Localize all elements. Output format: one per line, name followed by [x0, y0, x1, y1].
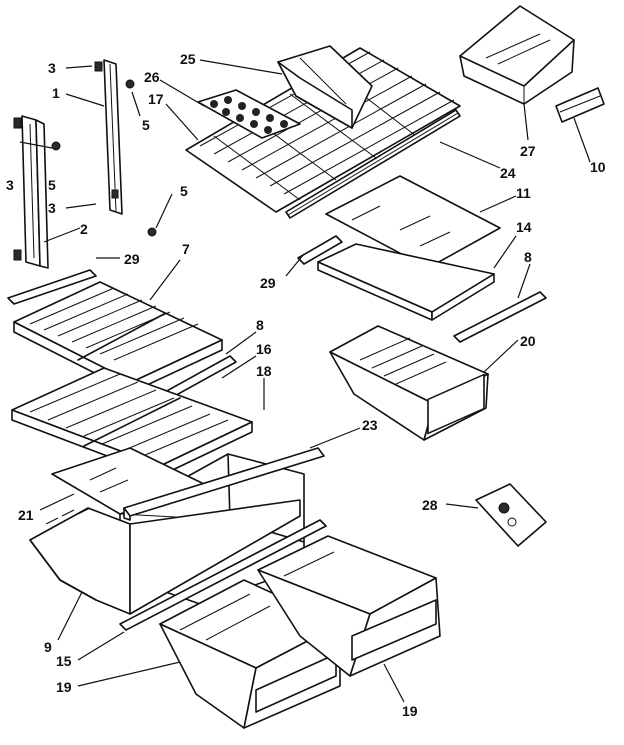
label-3: 3	[6, 177, 14, 193]
part-11-glass-shelf	[325, 175, 501, 269]
label-28: 28	[422, 497, 438, 513]
part-20-meat-pan	[329, 325, 489, 441]
part-14-shelf-frame	[317, 243, 495, 321]
part-19-crisper-drawer-left	[159, 579, 341, 729]
label-3: 3	[48, 200, 56, 216]
part-26-egg-tray	[197, 89, 301, 139]
label-14: 14	[516, 219, 532, 235]
label-5: 5	[48, 177, 56, 193]
label-18: 18	[256, 363, 272, 379]
label-8: 8	[524, 249, 532, 265]
label-27: 27	[520, 143, 536, 159]
label-16: 16	[256, 341, 272, 357]
part-23-crisper-rail	[123, 447, 325, 521]
part-24-shelf-rail	[285, 109, 461, 219]
label-3: 3	[48, 60, 56, 76]
label-19: 19	[402, 703, 418, 719]
part-16-wire-shelf	[11, 367, 253, 477]
label-11: 11	[516, 185, 531, 201]
part-25-door-bin	[277, 45, 373, 129]
part-7-wire-shelf	[13, 281, 223, 393]
leader-lines	[19, 59, 591, 703]
part-29-trim-strip-left	[7, 269, 97, 305]
part-19-crisper-drawer-right	[257, 535, 441, 677]
part-number-labels: 3 1 26 17 25 5 3 5 3 5 2 29 7 27 10 24 1…	[6, 51, 606, 719]
label-5: 5	[142, 117, 150, 133]
part-5-screws	[51, 79, 157, 237]
label-10: 10	[590, 159, 606, 175]
label-8: 8	[256, 317, 264, 333]
label-20: 20	[520, 333, 536, 349]
part-8-trim-strip-right	[453, 291, 547, 343]
part-2-shelf-rail	[13, 115, 49, 269]
label-25: 25	[180, 51, 196, 67]
label-21: 21	[18, 507, 34, 523]
label-29: 29	[124, 251, 140, 267]
label-7: 7	[182, 241, 190, 257]
label-29: 29	[260, 275, 276, 291]
part-15-trim-strip	[119, 519, 327, 631]
label-24: 24	[500, 165, 516, 181]
part-9-crisper-tray	[29, 499, 301, 615]
part-27-dairy-bin	[459, 5, 575, 105]
part-29-trim-strip-center	[297, 235, 343, 265]
label-5: 5	[180, 183, 188, 199]
part-28-control-cover	[475, 483, 547, 547]
part-10-bracket	[555, 87, 605, 123]
label-23: 23	[362, 417, 378, 433]
label-26: 26	[144, 69, 160, 85]
label-2: 2	[80, 221, 88, 237]
label-9: 9	[44, 639, 52, 655]
label-15: 15	[56, 653, 72, 669]
part-1-shelf-rail	[94, 59, 123, 215]
label-1: 1	[52, 85, 60, 101]
label-17: 17	[148, 91, 164, 107]
label-19: 19	[56, 679, 72, 695]
